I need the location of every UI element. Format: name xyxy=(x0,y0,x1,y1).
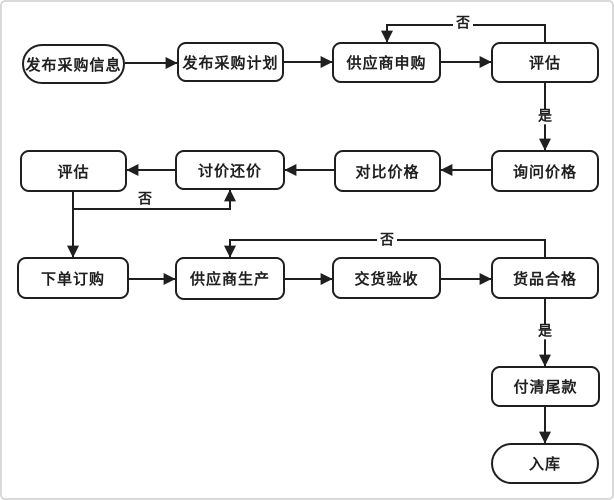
edge-evaluate2-no-loop-to-bargain xyxy=(73,189,236,210)
node-supplier-apply: 供应商申购 xyxy=(332,42,441,83)
node-ask-price: 询问价格 xyxy=(491,150,599,192)
node-publish-info: 发布采购信息 xyxy=(22,44,125,84)
edge-label-eval1-no: 否 xyxy=(453,15,473,32)
node-delivery-check: 交货验收 xyxy=(332,257,441,299)
node-supplier-produce: 供应商生产 xyxy=(175,257,285,300)
node-evaluate-1: 评估 xyxy=(491,42,599,83)
edge-label-eval2-no: 否 xyxy=(135,191,155,208)
edge-label-goods-yes: 是 xyxy=(535,323,555,340)
node-bargain: 讨价还价 xyxy=(175,150,285,190)
node-goods-qualified: 货品合格 xyxy=(491,257,599,299)
node-publish-plan: 发布采购计划 xyxy=(177,42,284,82)
node-warehouse-in: 入库 xyxy=(491,443,599,484)
node-compare-price: 对比价格 xyxy=(334,150,441,192)
edge-label-goods-no: 否 xyxy=(377,232,397,249)
node-evaluate-2: 评估 xyxy=(20,150,127,192)
edge-label-eval1-yes: 是 xyxy=(535,108,555,125)
node-place-order: 下单订购 xyxy=(17,257,129,299)
node-pay-balance: 付清尾款 xyxy=(491,366,600,407)
